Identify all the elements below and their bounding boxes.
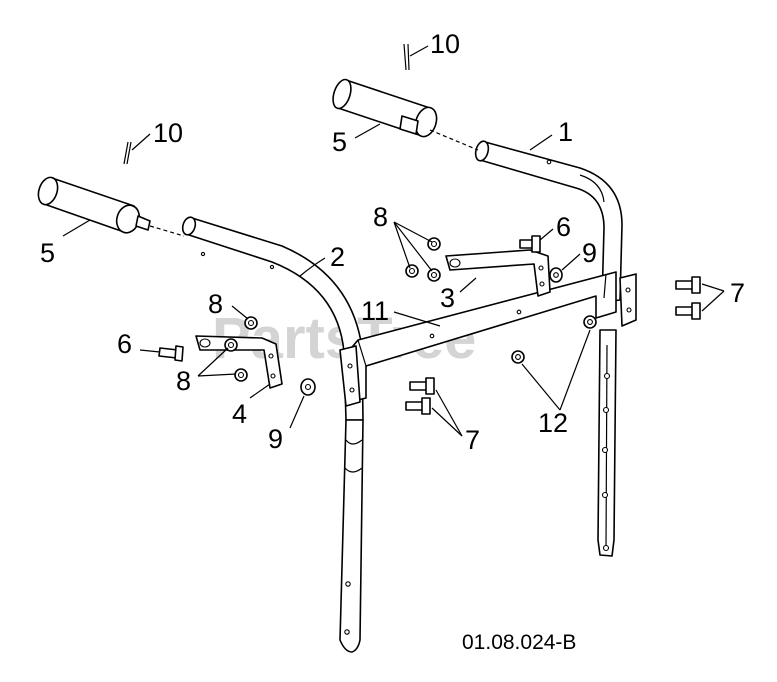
callout-12: 12: [538, 408, 568, 438]
grip-right: [332, 78, 479, 151]
callout-9-right: 9: [582, 238, 597, 268]
callout-6-left: 6: [117, 329, 132, 359]
callout-6-right: 6: [556, 212, 571, 242]
leader-lines: [62, 45, 725, 437]
upper-handle-right: [474, 140, 623, 557]
callout-2: 2: [330, 242, 345, 272]
bracket-right: [445, 249, 551, 297]
callout-8-top: 8: [373, 202, 388, 232]
callout-1: 1: [558, 117, 573, 147]
callout-4: 4: [232, 399, 247, 429]
cross-brace: [339, 271, 637, 407]
hardware: [158, 235, 701, 415]
callout-10-left: 10: [153, 118, 183, 148]
callout-7-right: 7: [730, 278, 745, 308]
callout-7-bottom: 7: [465, 425, 480, 455]
callout-5-right: 5: [332, 127, 347, 157]
grip-left: [37, 176, 185, 237]
callout-8-lower-left: 8: [176, 366, 191, 396]
callout-5-left: 5: [40, 238, 55, 268]
pin-left: [123, 141, 132, 165]
callout-9-left: 9: [268, 424, 283, 454]
callout-8-upper-left: 8: [208, 289, 223, 319]
callout-3: 3: [440, 283, 455, 313]
upper-handle-left: [181, 216, 364, 653]
bracket-left: [195, 335, 283, 389]
callout-10-right: 10: [430, 29, 460, 59]
drawing-number: 01.08.024-B: [462, 631, 576, 654]
callout-11: 11: [361, 296, 389, 326]
pin-right: [403, 43, 410, 71]
